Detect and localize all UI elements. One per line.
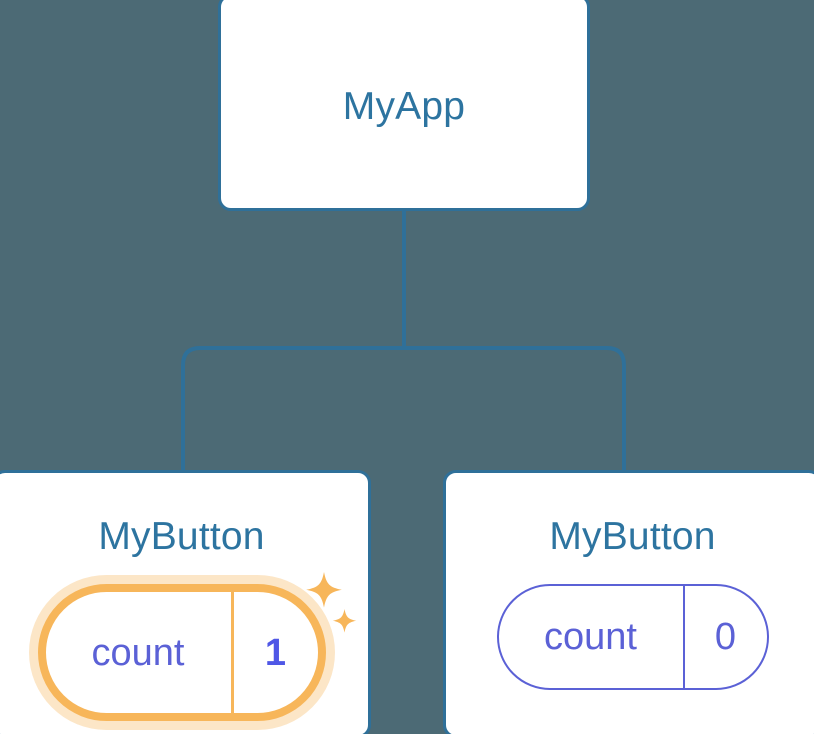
node-card-child-1[interactable]: MyButton count 0	[443, 470, 814, 734]
connector-branch-left	[181, 346, 404, 472]
connector-branch-right	[404, 346, 626, 472]
state-key-child-1: count	[499, 586, 685, 688]
state-pill-child-0[interactable]: count 1	[37, 584, 326, 721]
state-pill-wrap-child-1: count 0	[446, 584, 814, 690]
node-title-root: MyApp	[342, 85, 466, 128]
node-card-root[interactable]: MyApp	[218, 0, 590, 211]
sparkle-small-icon	[332, 609, 357, 633]
state-value-child-0: 1	[264, 631, 287, 674]
node-title-child-0: MyButton	[98, 515, 265, 558]
state-pill-child-1[interactable]: count 0	[496, 584, 769, 690]
state-value-child-1: 0	[714, 616, 737, 658]
node-card-child-0[interactable]: MyButton count 1	[0, 470, 371, 734]
state-key-child-0: count	[46, 592, 234, 713]
node-title-child-1: MyButton	[549, 515, 716, 558]
state-pill-wrap-child-0: count 1	[0, 572, 368, 721]
